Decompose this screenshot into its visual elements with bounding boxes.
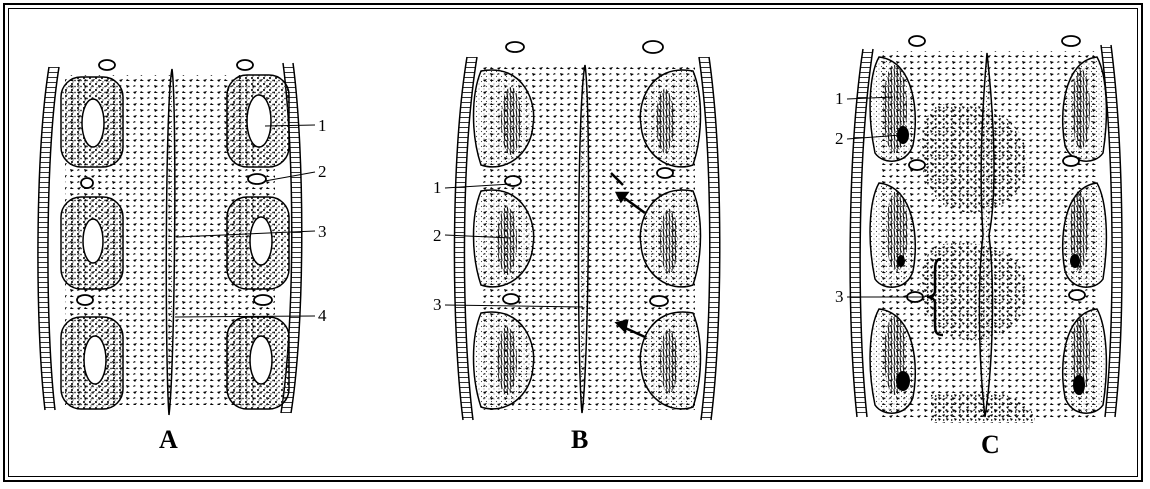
panel-b-label: B: [571, 425, 588, 454]
panel-b-callout-3: 3: [433, 295, 442, 314]
notochord: [579, 65, 589, 413]
sclerotome-block: [474, 70, 701, 409]
panel-a-callout-3: 3: [318, 222, 327, 241]
sclerotome-block: [61, 75, 289, 409]
panel-c-callout-1: 1: [835, 89, 844, 108]
panel-c-label: C: [981, 430, 1000, 459]
panel-b-callout-1: 1: [433, 178, 442, 197]
panel-b: 1 2 3 B: [433, 41, 720, 454]
figure-frame: 1 2 3 4 A: [3, 3, 1143, 482]
panel-a: 1 2 3 4 A: [38, 60, 327, 454]
panel-a-callout-1: 1: [318, 116, 327, 135]
panel-a-label: A: [159, 425, 178, 454]
embryology-diagram: 1 2 3 4 A: [5, 5, 1145, 484]
panel-a-callout-4: 4: [318, 306, 327, 325]
notochord: [166, 69, 175, 415]
panel-c: 1 2 3 C: [835, 36, 1122, 459]
panel-a-callout-2: 2: [318, 162, 327, 181]
sclerotome-block: [870, 57, 1106, 413]
notochord: [979, 53, 994, 417]
panel-b-callout-2: 2: [433, 226, 442, 245]
panel-c-callout-2: 2: [835, 129, 844, 148]
panel-c-callout-3: 3: [835, 287, 844, 306]
